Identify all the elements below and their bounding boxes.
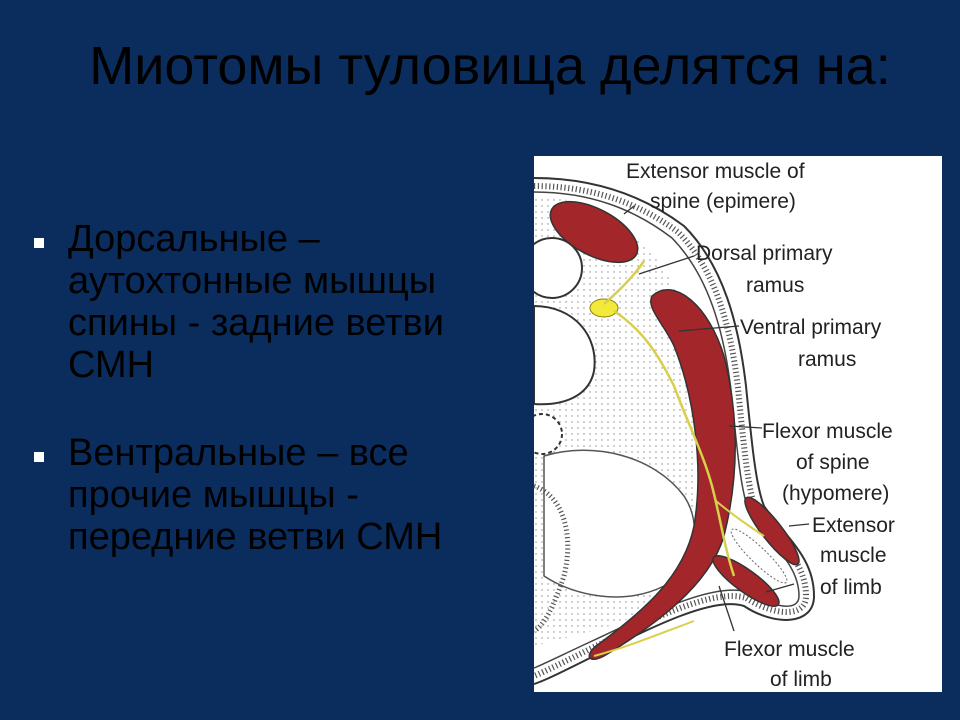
- anatomy-figure: Extensor muscle of spine (epimere) Dorsa…: [534, 156, 942, 692]
- label-extensor-muscle-of-spine-line2: spine (epimere): [650, 190, 796, 213]
- ventral-primary-ramus-nerve: [613, 309, 736, 577]
- label-dorsal-primary-ramus-line1: Dorsal primary: [696, 242, 833, 265]
- label-flexor-muscle-of-spine-line1: Flexor muscle: [762, 420, 893, 443]
- dorsal-primary-ramus-nerve: [603, 260, 646, 305]
- label-dorsal-primary-ramus-line2: ramus: [746, 274, 804, 297]
- label-extensor-muscle-of-spine-line1: Extensor muscle of: [626, 160, 805, 183]
- label-flexor-muscle-of-spine-line3: (hypomere): [782, 482, 889, 505]
- bullet-square-icon: [34, 452, 44, 462]
- bullet-square-icon: [34, 238, 44, 248]
- label-ventral-primary-ramus-line1: Ventral primary: [740, 316, 882, 339]
- slide-title: Миотомы туловища делятся на:: [89, 36, 891, 96]
- extensor-muscle-of-spine: [549, 200, 639, 264]
- flexor-muscle-of-limb: [712, 555, 780, 607]
- limb-core: [730, 528, 788, 584]
- bullet-item-ventral: Вентральные – все прочие мышцы - передни…: [28, 432, 508, 558]
- label-ventral-primary-ramus-line2: ramus: [798, 348, 856, 371]
- notochord: [534, 413, 563, 455]
- leader-lines: [623, 205, 810, 632]
- bullet-list: Дорсальные – аутохтонные мышцы спины - з…: [28, 218, 508, 604]
- nerve-branch: [593, 620, 695, 657]
- label-flexor-muscle-of-spine-line2: of spine: [796, 451, 870, 474]
- label-flexor-muscle-of-limb-line2: of limb: [770, 668, 832, 691]
- label-extensor-muscle-of-limb-line1: Extensor: [812, 514, 895, 537]
- label-extensor-muscle-of-limb-line2: muscle: [820, 544, 887, 567]
- bullet-text: Вентральные – все прочие мышцы - передни…: [68, 432, 443, 558]
- gut-wall: [534, 483, 571, 634]
- spinal-cord: [534, 237, 583, 299]
- bullet-text: Дорсальные – аутохтонные мышцы спины - з…: [68, 218, 444, 386]
- label-extensor-muscle-of-limb-line3: of limb: [820, 576, 882, 599]
- extensor-muscle-of-limb: [744, 496, 800, 566]
- vertebral-body: [534, 304, 596, 406]
- anatomy-diagram: Extensor muscle of spine (epimere) Dorsa…: [534, 160, 895, 691]
- nerve-branch: [715, 500, 765, 537]
- label-flexor-muscle-of-limb-line1: Flexor muscle: [724, 638, 855, 661]
- flexor-muscle-of-spine: [588, 289, 736, 660]
- spinal-ganglion: [589, 298, 619, 318]
- bullet-item-dorsal: Дорсальные – аутохтонные мышцы спины - з…: [28, 218, 508, 386]
